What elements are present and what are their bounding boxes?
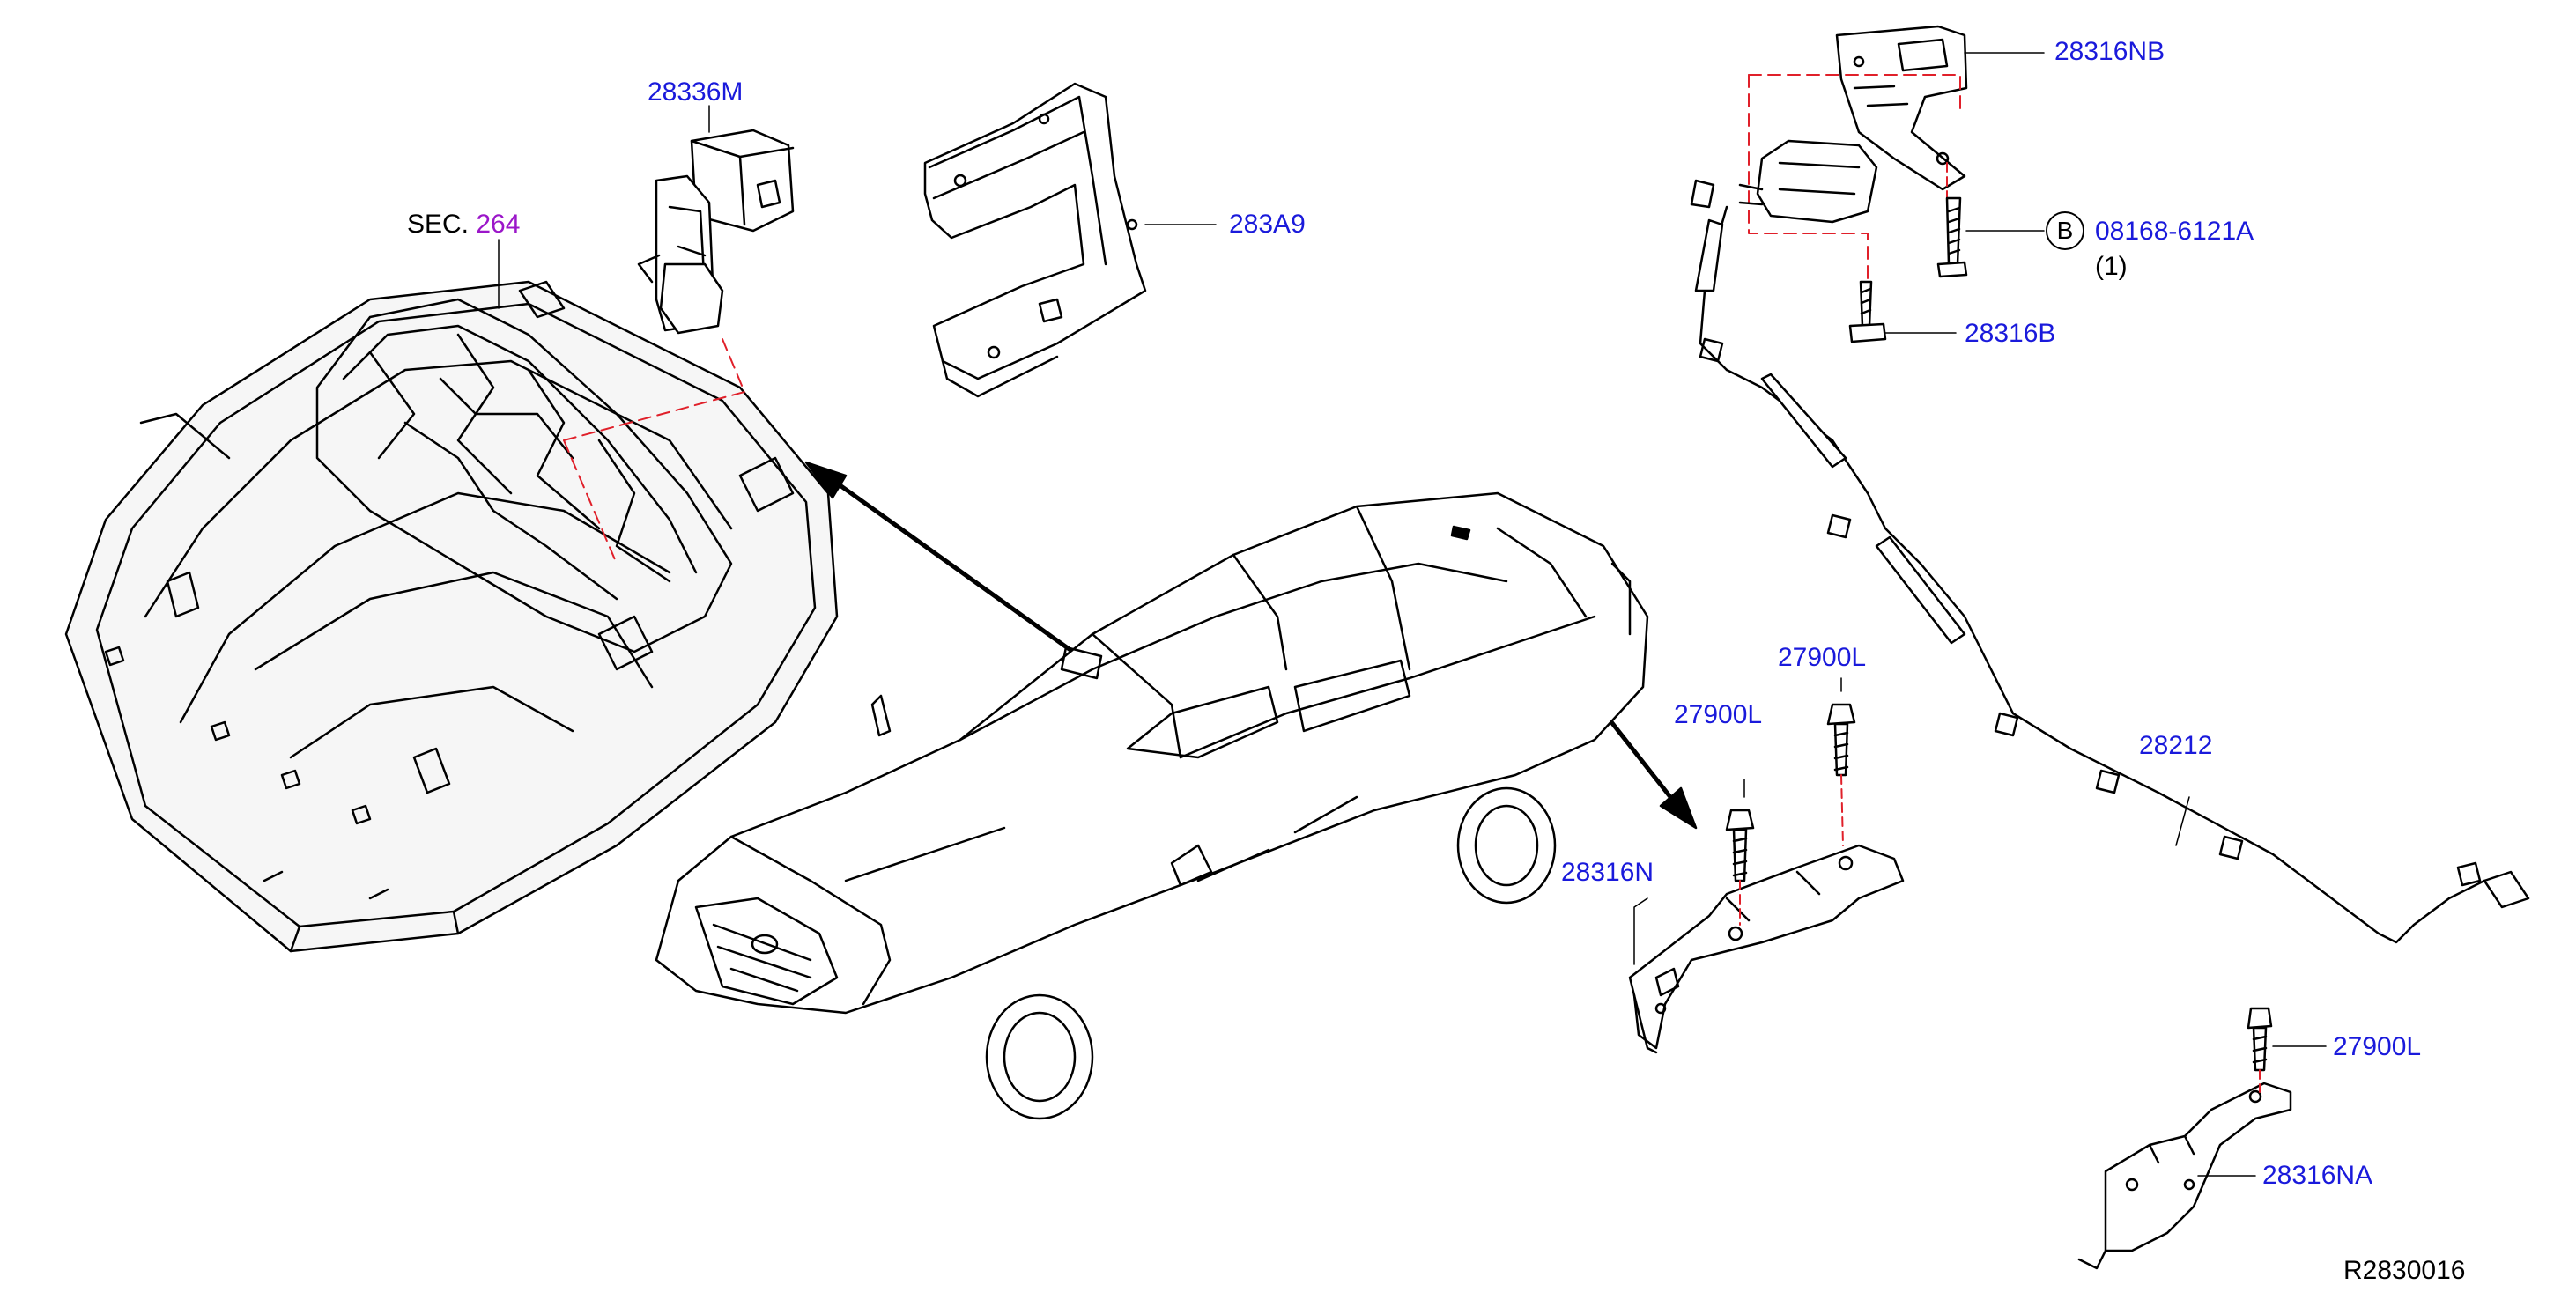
part-label-bolt-27900l-top[interactable]: 27900L [1778,643,1867,672]
drawing-number: R2830016 [2343,1256,2466,1285]
overhead-console-drawing [64,239,839,953]
sensor-unit-drawing [1738,139,1878,224]
screw-28316b-drawing [1848,280,1957,343]
part-label-bolt-27900l-lower[interactable]: 27900L [2333,1032,2422,1061]
part-label-bolt-b-part[interactable]: 08168-6121A [2095,217,2254,246]
bolt-symbol-circle: B [2046,211,2084,250]
bracket-28316nb-drawing [1748,25,2045,336]
part-label-bracket-na[interactable]: 28316NA [2262,1161,2373,1190]
part-label-module[interactable]: 28336M [648,78,744,107]
section-number-link[interactable]: 264 [476,210,521,239]
part-label-bracket-top[interactable]: 283A9 [1229,210,1306,239]
module-drawing [637,105,795,335]
section-prefix: SEC. [407,210,470,239]
bracket-283a9-drawing [923,82,1217,398]
section-reference: SEC. 264 [407,210,520,240]
cable-28212-drawing [1690,179,2530,944]
bracket-28316n-drawing [1628,677,1905,1054]
part-label-bracket-n[interactable]: 28316N [1561,858,1654,887]
part-quantity: (1) [2095,252,2128,281]
part-label-screw[interactable]: 28316B [1965,319,2056,348]
part-label-bracket-nb[interactable]: 28316NB [2054,37,2165,66]
part-label-cable[interactable]: 28212 [2139,731,2213,760]
bracket-28316na-drawing [2077,1007,2327,1270]
bolt-08168-drawing [1936,196,2045,278]
part-label-bolt-27900l-mid[interactable]: 27900L [1674,700,1763,729]
sedan-car-drawing [655,491,1649,1120]
